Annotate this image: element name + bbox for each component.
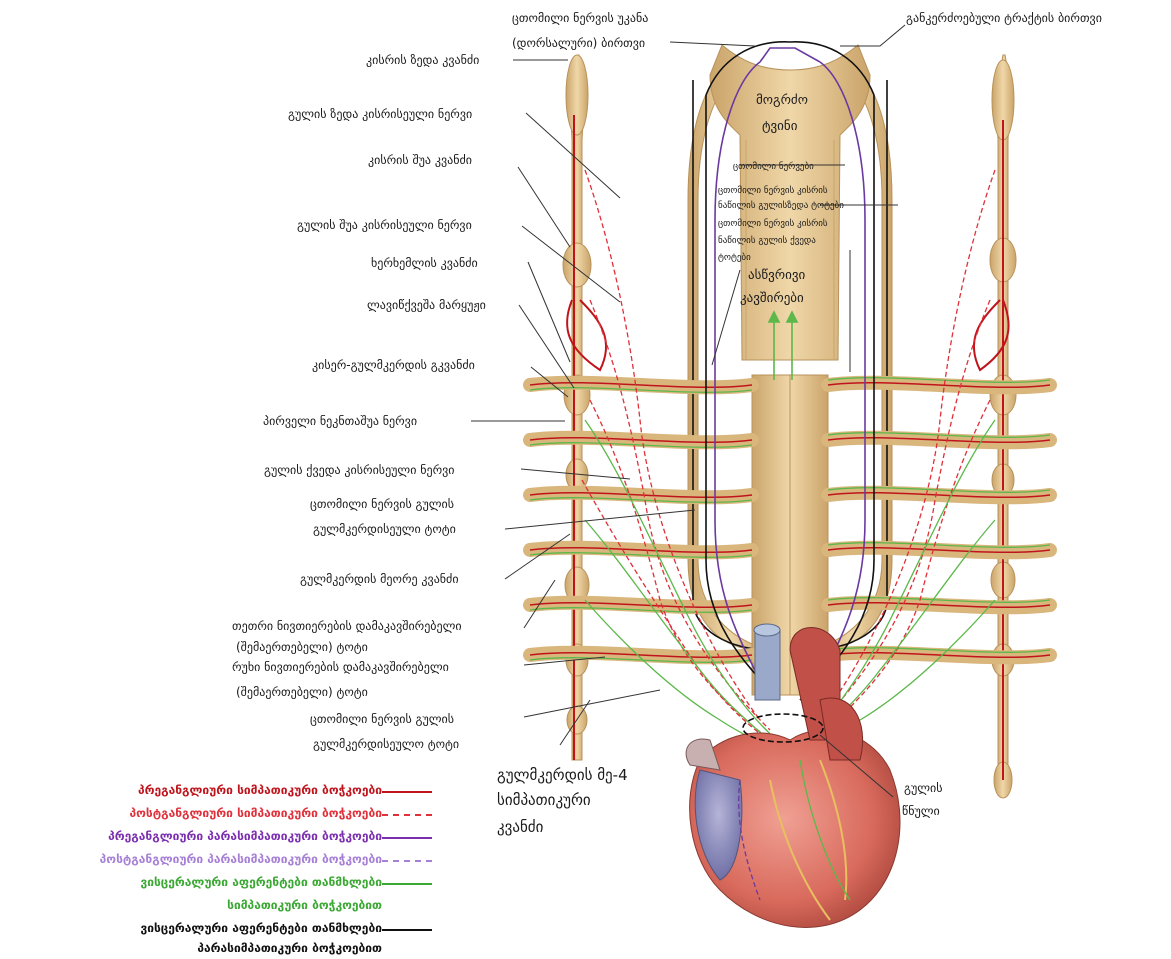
label-gray-ramus: რუხი ნივთიერების დამაკავშირებელი: [232, 660, 449, 674]
label-vagus-inf-2: ნაწილის გულის ქვედა: [718, 235, 816, 246]
label-ansa-subclavia: ლავიწქვეშა მარყუჟი: [367, 298, 486, 312]
labels: ცთომილი ნერვის უკანა (დორსალური) ბირთვი …: [232, 11, 1102, 836]
label-second-thoracic-ganglion: გულმკერდის მეორე კვანძი: [300, 572, 459, 586]
label-fourth-thoracic: გულმკერდის მე-4: [497, 766, 628, 784]
label-vagus-sup: ცთომილი ნერვის კისრის: [718, 185, 828, 196]
label-fourth-thoracic-2: სიმპათიკური: [497, 791, 591, 809]
legend-item: პრეგანგლიური სიმპათიკური ბოჭკოები: [138, 783, 382, 797]
label-dorsal-nucleus-2: (დორსალური) ბირთვი: [512, 36, 645, 50]
label-vagus-nerves: ცთომილი ნერვები: [733, 161, 814, 172]
legend-item: პრეგანგლიური პარასიმპათიკური ბოჭკოები: [108, 829, 382, 843]
legend-swatch: [382, 883, 432, 885]
legend-item: ვისცერალური აფერენტები თანმხლები: [140, 921, 382, 935]
label-cervicothoracic-ganglion: კისერ-გულმკერდის გკვანძი: [312, 358, 475, 372]
label-cardiac-plexus-2: წნული: [902, 804, 940, 818]
label-dorsal-nucleus: ცთომილი ნერვის უკანა: [512, 11, 648, 25]
label-vagal-thoracic-b-2: გულმკერდისეულო ტოტი: [313, 737, 459, 751]
label-ascending: ასწვრივი: [748, 268, 806, 283]
label-medulla: მოგრძო: [756, 93, 808, 108]
label-middle-cervical-ganglion: კისრის შუა კვანძი: [368, 153, 472, 167]
legend-item: სიმპათიკური ბოჭკოებით: [227, 898, 382, 912]
label-vagus-inf: ცთომილი ნერვის კისრის: [718, 218, 828, 229]
label-superior-cervical-ganglion: კისრის ზედა კვანძი: [366, 53, 479, 67]
legend-item: პოსტგანგლიური პარასიმპათიკური ბოჭკოები: [100, 852, 382, 866]
label-medulla-2: ტვინი: [762, 119, 798, 134]
legend-item: ვისცერალური აფერენტები თანმხლები: [140, 875, 382, 889]
label-superior-cardiac-nerve: გულის ზედა კისრისეული ნერვი: [288, 107, 472, 121]
label-middle-cardiac-nerve: გულის შუა კისრისეული ნერვი: [297, 218, 472, 232]
legend-swatch: [382, 791, 432, 793]
label-vertebral-ganglion: ხერხემლის კვანძი: [371, 256, 478, 270]
label-cardiac-plexus: გულის: [904, 781, 943, 795]
label-gray-ramus-2: (შემაერთებელი) ტოტი: [236, 685, 368, 699]
legend-swatch: [382, 860, 432, 862]
legend-swatch: [382, 814, 432, 816]
label-vagal-thoracic-branch: ცთომილი ნერვის გულის: [310, 497, 454, 511]
legend-item: პარასიმპათიკური ბოჭკოებით: [197, 941, 382, 955]
label-vagus-inf-3: ტოტები: [718, 252, 751, 263]
label-vagal-thoracic-branch-2: გულმკერდისეული ტოტი: [313, 522, 456, 536]
legend-swatch: [382, 929, 432, 931]
legend-item: პოსტგანგლიური სიმპათიკური ბოჭკოები: [129, 806, 382, 820]
label-inferior-cardiac-nerve: გულის ქვედა კისრისეული ნერვი: [264, 463, 455, 477]
label-white-ramus: თეთრი ნივთიერების დამაკავშირებელი: [232, 619, 462, 633]
legend-swatch: [382, 837, 432, 839]
label-vagus-sup-2: ნაწილის გულისზედა ტოტები: [718, 200, 844, 211]
label-vagal-thoracic-b: ცთომილი ნერვის გულის: [310, 712, 454, 726]
label-fourth-thoracic-3: კვანძი: [497, 818, 544, 836]
label-ascending-2: კავშირები: [740, 291, 804, 306]
label-first-intercostal: პირველი ნეკნთაშუა ნერვი: [263, 414, 417, 428]
right-sympathetic-trunk: [974, 55, 1016, 798]
label-white-ramus-2: (შემაერთებელი) ტოტი: [236, 640, 368, 654]
label-solitary-tract: განკერძოებული ტრაქტის ბირთვი: [906, 11, 1102, 25]
